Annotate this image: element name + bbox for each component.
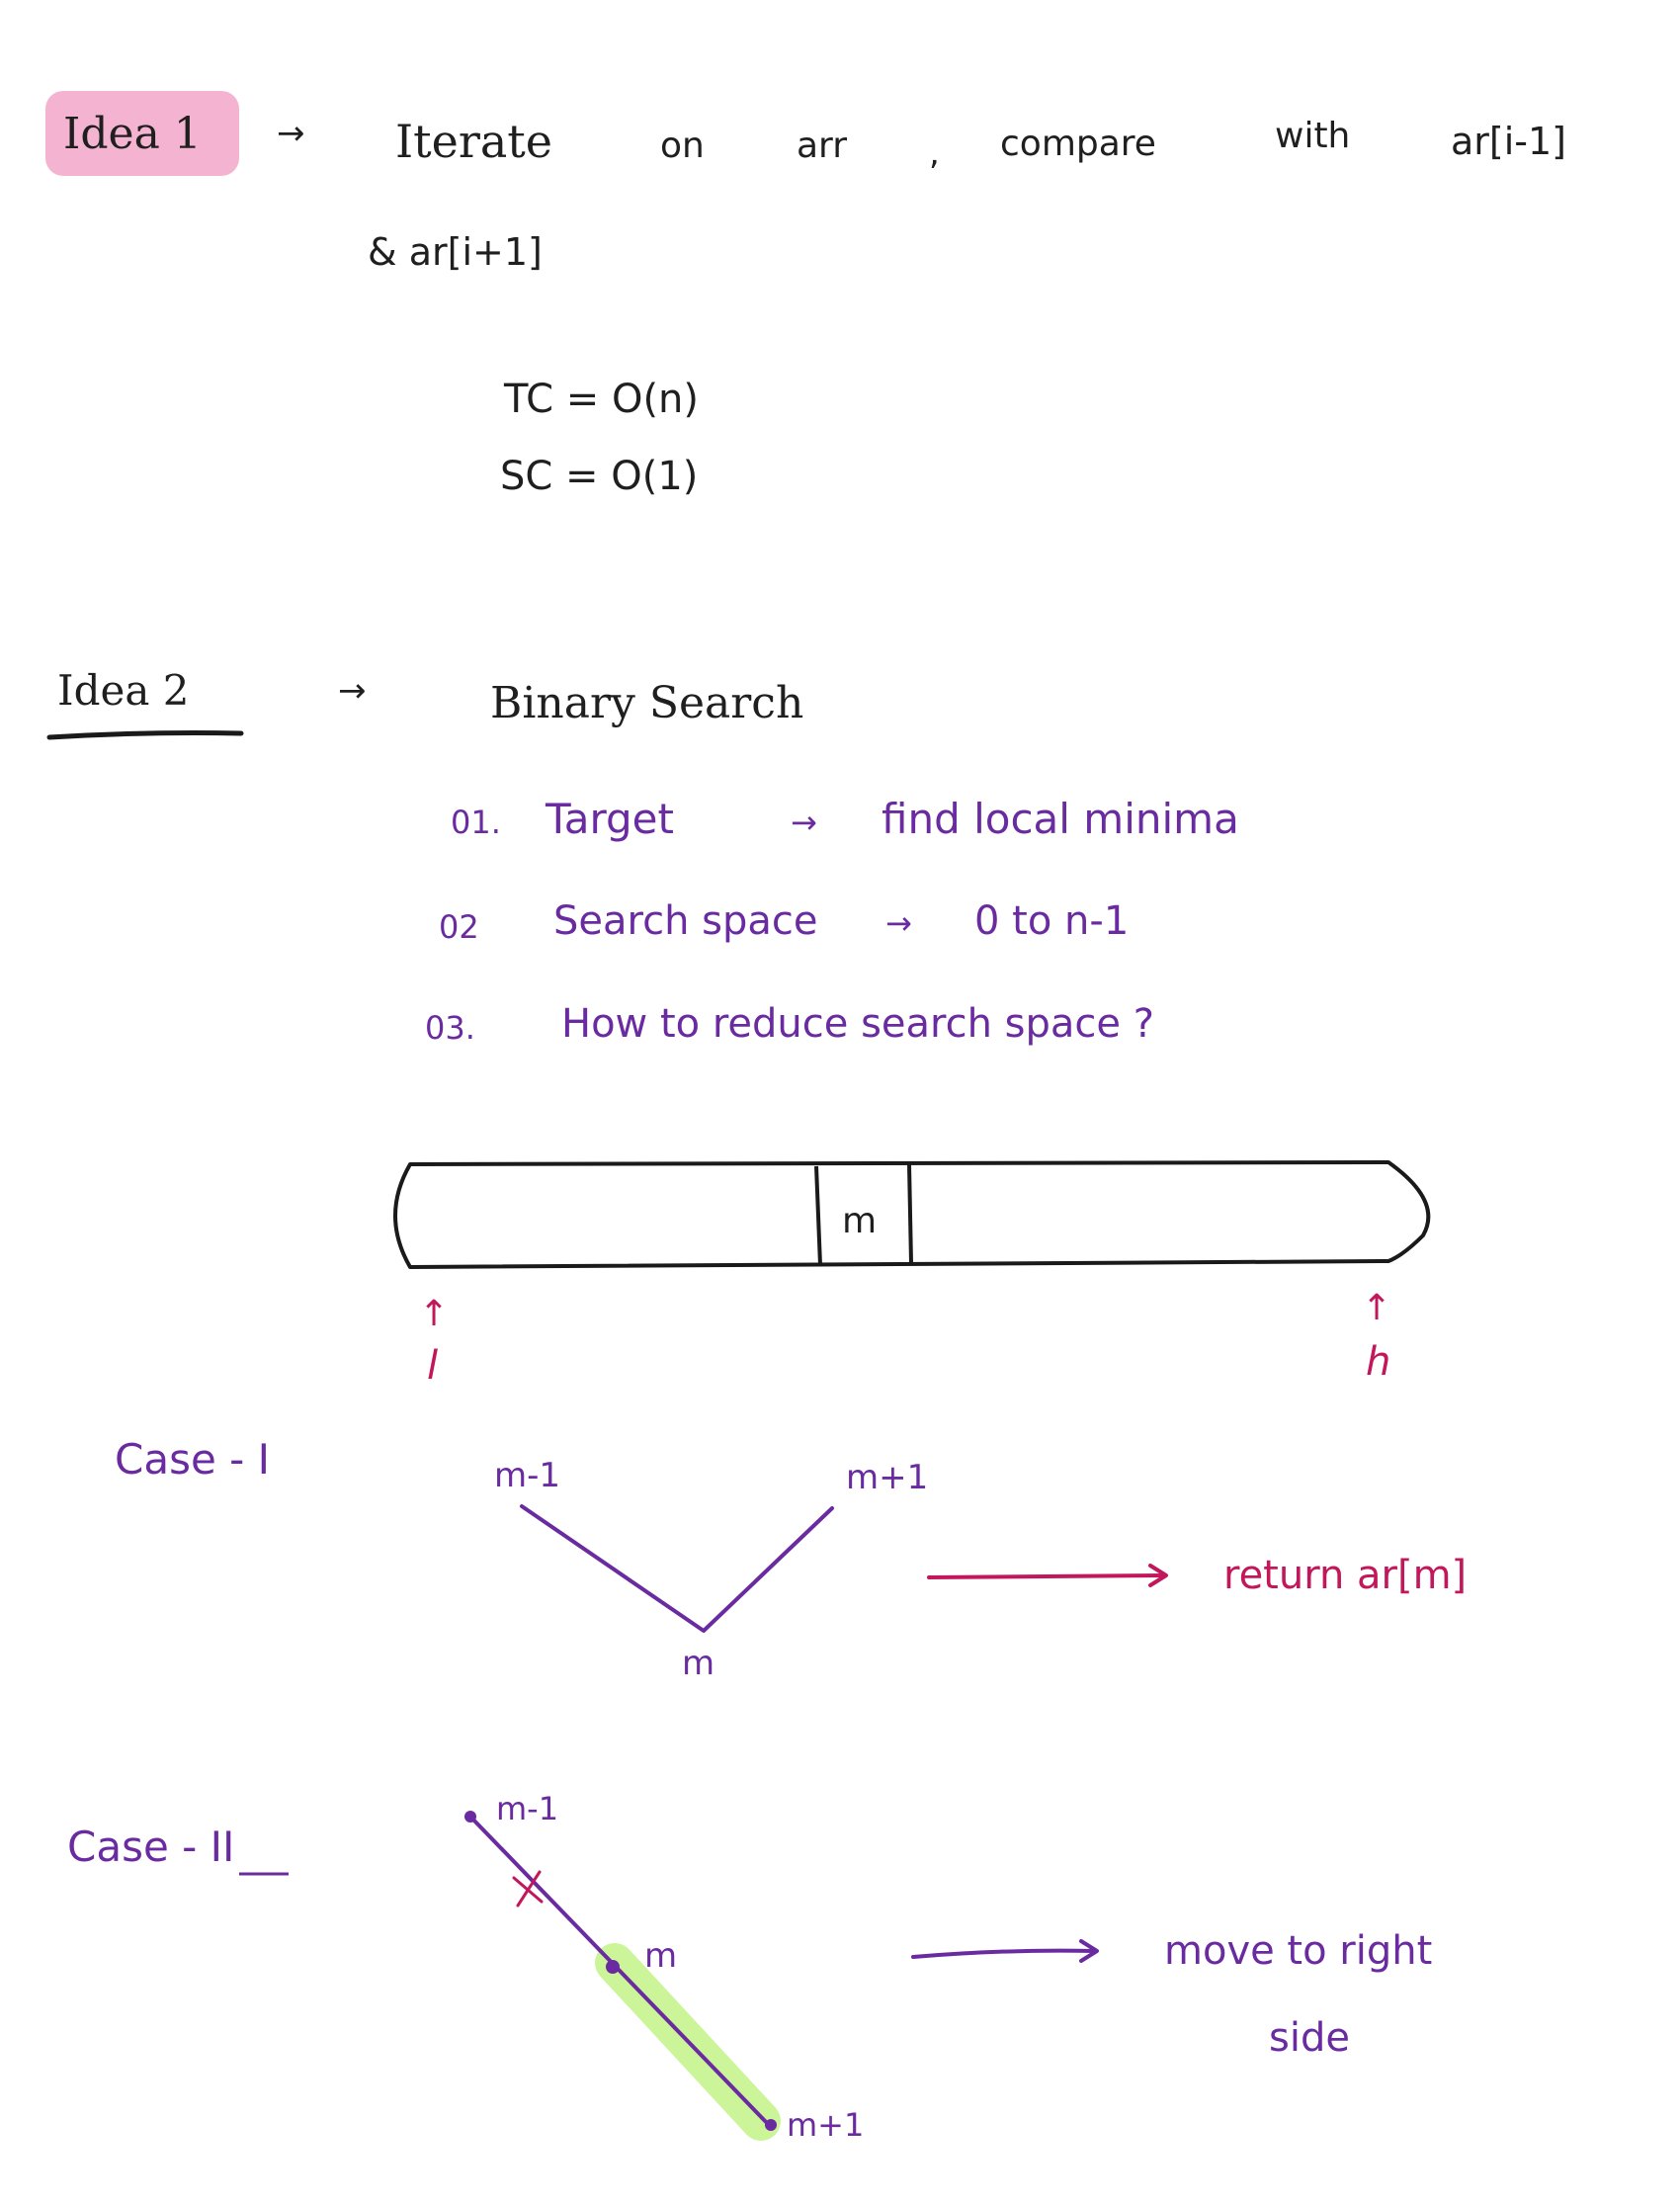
case1-bottom-label: m [682, 1644, 715, 1683]
step1-text: Target [546, 795, 674, 843]
idea1-highlight [45, 91, 239, 176]
case1-label: Case - I [115, 1435, 271, 1484]
case2-result-arrow-line [911, 1948, 1097, 1959]
step3-number: 03. [425, 1009, 475, 1047]
idea1-word-comma: , [929, 133, 940, 173]
step2-number: 02 [439, 908, 479, 946]
case2-bottom-point [765, 2119, 777, 2131]
step1-number: 01. [451, 804, 501, 841]
case2-result-arrow-head [1079, 1939, 1099, 1963]
case1-result-arrow-head [1148, 1564, 1168, 1587]
idea2-label: Idea 2 [57, 666, 190, 715]
step2-arrow: → [885, 904, 912, 942]
idea2-title: Binary Search [490, 678, 804, 728]
array-mid-label: m [842, 1201, 878, 1241]
case1-left-label: m-1 [494, 1456, 561, 1495]
idea1-time-complexity: TC = O(n) [504, 377, 700, 422]
array-low-arrow: ↑ [419, 1294, 450, 1334]
idea1-arrow: → [277, 114, 305, 153]
array-low-label: l [427, 1343, 439, 1389]
case2-top-point [464, 1811, 476, 1823]
case2-cross-mark-b [516, 1870, 542, 1908]
array-outline [393, 1160, 1431, 1269]
case2-descending-line [468, 1815, 771, 2127]
step1-detail: find local minima [882, 795, 1239, 843]
step2-detail: 0 to n-1 [974, 898, 1130, 944]
idea1-word-on: on [660, 126, 705, 166]
idea1-word-prev: ar[i-1] [1451, 120, 1567, 163]
case2-bottom-label: m+1 [787, 2106, 865, 2144]
idea1-word-with: with [1275, 116, 1351, 156]
case2-result-line2: side [1269, 2015, 1350, 2061]
step3-text: How to reduce search space ? [561, 1001, 1154, 1047]
case1-result-arrow-line [927, 1573, 1166, 1579]
idea1-line2: & ar[i+1] [368, 230, 543, 274]
array-high-label: h [1366, 1339, 1391, 1385]
case2-mid-label: m [644, 1936, 678, 1976]
array-mid-right-line [907, 1163, 913, 1264]
idea1-word-arr: arr [797, 126, 848, 166]
step2-text: Search space [553, 898, 818, 944]
case2-top-label: m-1 [496, 1790, 559, 1827]
array-high-arrow: ↑ [1362, 1288, 1392, 1328]
idea2-underline [46, 730, 244, 740]
case2-mid-point [606, 1960, 620, 1974]
idea1-word-iterate: Iterate [395, 115, 553, 168]
case2-label: Case - II [67, 1823, 235, 1871]
case1-right-label: m+1 [846, 1458, 929, 1497]
case2-result-line1: move to right [1164, 1928, 1433, 1974]
step1-arrow: → [791, 804, 817, 841]
idea1-space-complexity: SC = O(1) [500, 454, 699, 499]
array-mid-left-line [814, 1165, 822, 1266]
idea1-word-compare: compare [1000, 124, 1156, 164]
case1-v-shape [520, 1504, 834, 1633]
idea2-arrow: → [338, 671, 367, 711]
idea1-label: Idea 1 [63, 109, 202, 159]
case1-result: return ar[m] [1223, 1553, 1468, 1598]
